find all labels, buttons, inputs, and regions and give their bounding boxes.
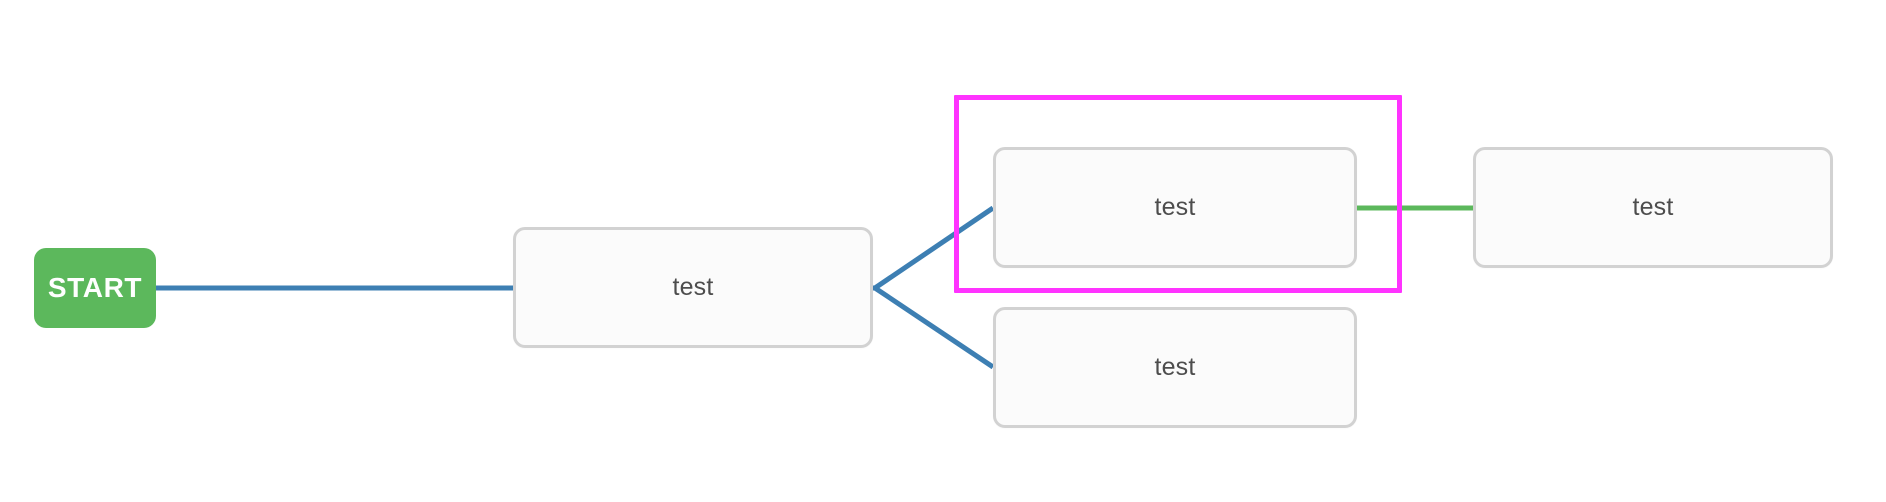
node-task-1[interactable]: test [513, 227, 873, 348]
node-task-4-label: test [1632, 193, 1674, 221]
node-start-label: START [47, 272, 143, 303]
edge-task1-to-task3 [873, 285, 995, 370]
node-task-2-label: test [1154, 193, 1196, 221]
node-task-3-label: test [1154, 353, 1196, 381]
node-task-1-label: test [672, 273, 714, 301]
node-start[interactable]: START [34, 248, 156, 328]
edge-task1-to-task2 [873, 205, 995, 291]
node-task-3[interactable]: test [993, 307, 1357, 428]
node-task-4[interactable]: test [1473, 147, 1833, 268]
node-task-2[interactable]: test [993, 147, 1357, 268]
